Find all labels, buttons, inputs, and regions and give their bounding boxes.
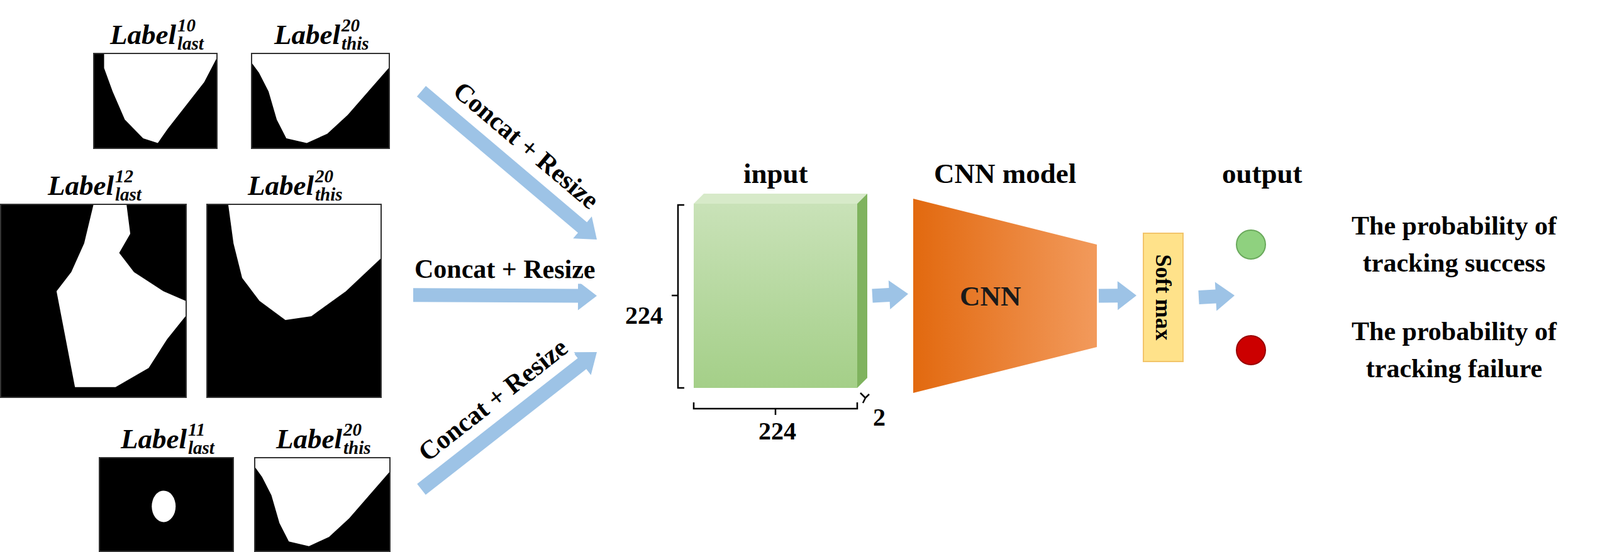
width-dimension: 224 (758, 416, 797, 446)
circle-node: The probability of tracking success (1235, 229, 1267, 260)
flow-arrow (871, 280, 909, 310)
edge-label: Concat + Resize (445, 74, 607, 217)
mask-image: Label11last (98, 457, 234, 552)
mask-blob (228, 205, 381, 321)
label-superscript: 12 (115, 167, 142, 186)
height-bracket (671, 205, 685, 389)
node-heading-text: CNN model (933, 157, 1077, 190)
mask-image: Label20this (250, 52, 390, 150)
flow-arrow (1198, 282, 1235, 312)
edge-label: Concat + Resize (410, 331, 575, 470)
mask-image: Label12last (0, 203, 187, 399)
node-heading: input (743, 157, 809, 190)
label-heading: Label11last (120, 420, 215, 458)
circle-node: The probability of tracking failure (1235, 335, 1267, 366)
label-heading: Label20this (247, 167, 343, 204)
softmax-label: Soft max (1150, 254, 1177, 341)
mask-shape (207, 205, 381, 397)
node-heading: CNN model (933, 157, 1077, 190)
label-superscript: 10 (177, 16, 204, 35)
label-subscript: last (188, 438, 215, 458)
depth-dimension: 2 (872, 402, 886, 433)
mask-image: Label10last (93, 52, 218, 150)
input-node: input (693, 203, 858, 389)
mask-image: Label20this (254, 457, 391, 552)
label-scripts: 12last (115, 167, 142, 204)
mask-blob (255, 458, 390, 547)
label-base: Label (276, 423, 343, 455)
mask-shape (100, 458, 233, 551)
node-heading-text: input (743, 157, 809, 190)
node-heading-text: output (1222, 157, 1303, 190)
label-heading: Label12last (47, 167, 142, 204)
flow-arrow (1098, 281, 1137, 311)
mask-shape (1, 205, 186, 397)
depth-bracket (860, 393, 870, 404)
label-scripts: 20this (315, 167, 343, 204)
label-heading: Label20this (274, 16, 370, 53)
label-superscript: 20 (341, 16, 370, 35)
cnn-label: CNN (959, 279, 1022, 313)
label-superscript: 20 (343, 420, 372, 439)
label-scripts: 10last (177, 16, 204, 53)
probability-text: The probability of tracking success (1325, 207, 1584, 282)
label-subscript: this (343, 438, 372, 458)
label-scripts: 20this (341, 16, 370, 53)
label-superscript: 20 (315, 167, 343, 186)
label-heading: Label20this (276, 420, 372, 458)
mask-shape (252, 54, 389, 148)
label-scripts: 11last (188, 420, 215, 458)
flow-arrow (413, 281, 597, 311)
node-heading: output (1222, 157, 1303, 190)
label-subscript: this (315, 185, 343, 204)
input-top-face (693, 193, 868, 204)
cnn-node: CNN modelCNN (913, 198, 1097, 394)
output-node: outputThe probability of tracking succes… (1235, 157, 1589, 409)
width-bracket (693, 402, 858, 416)
label-base: Label (120, 423, 187, 455)
label-base: Label (247, 169, 314, 202)
mask-blob (151, 490, 176, 523)
mask-blob (56, 205, 186, 388)
label-subscript: last (177, 34, 204, 53)
cnn-shape (913, 198, 1097, 394)
label-subscript: last (115, 185, 142, 204)
mask-blob (104, 54, 217, 144)
mask-image: Label20this (206, 203, 382, 399)
input-front-face (693, 203, 858, 389)
label-scripts: 20this (343, 420, 372, 458)
mask-shape (255, 458, 390, 551)
label-base: Label (274, 18, 341, 51)
mask-blob (252, 54, 389, 144)
label-subscript: this (341, 34, 370, 53)
edge-label: Concat + Resize (411, 254, 599, 284)
probability-text: The probability of tracking failure (1325, 313, 1584, 388)
mask-shape (94, 54, 217, 148)
label-base: Label (110, 18, 177, 51)
input-side-face (857, 193, 868, 389)
label-base: Label (47, 169, 114, 202)
label-heading: Label10last (110, 16, 204, 53)
softmax-node: Soft max (1142, 232, 1184, 363)
height-dimension: 224 (625, 300, 663, 331)
label-superscript: 11 (188, 420, 215, 439)
